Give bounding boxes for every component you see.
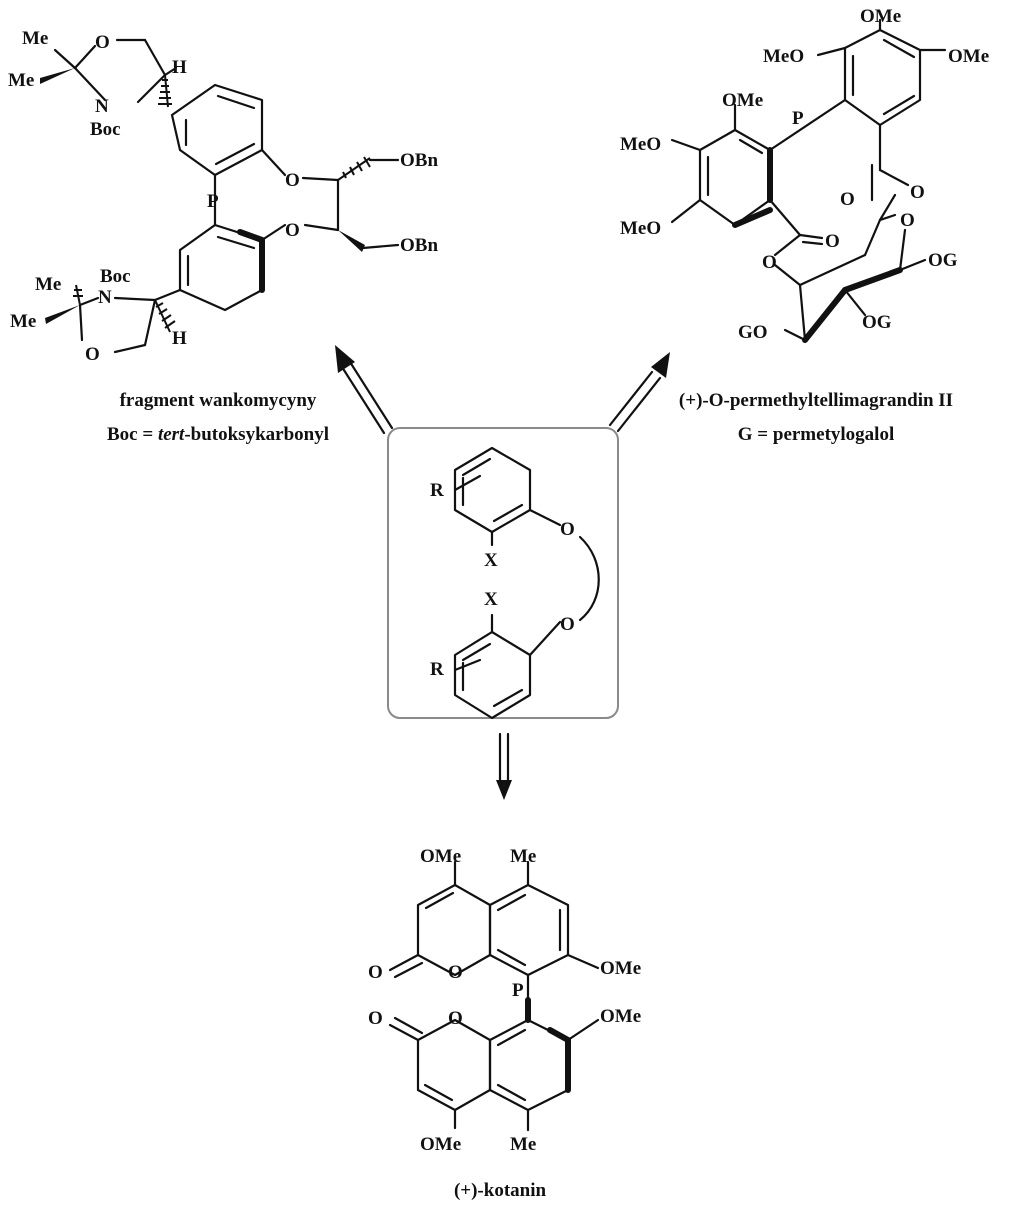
oxygen-label: O (285, 220, 300, 241)
oxygen-label: O (910, 182, 925, 203)
retrosynthesis-arrow-right (608, 352, 670, 433)
caption-galloyl-definition: G = permetylogalol (738, 424, 894, 445)
oxygen-label: O (448, 1008, 463, 1029)
caption-tellimagrandin: (+)-O-permethyltellimagrandin II (679, 390, 953, 411)
boc-label: Boc (90, 119, 121, 140)
oxygen-label: O (85, 344, 100, 365)
oxygen-label: O (95, 32, 110, 53)
oxygen-label: O (840, 189, 855, 210)
meo-label: MeO (620, 134, 661, 155)
ome-label: OMe (600, 1006, 641, 1027)
general-structure-box (387, 427, 619, 719)
r-substituent-label: R (430, 659, 444, 680)
retrosynthesis-arrow-left (335, 345, 394, 435)
go-label: GO (738, 322, 768, 343)
retrosynthesis-arrow-down (496, 732, 512, 800)
methyl-label: Me (510, 1134, 536, 1155)
caption-vancomycin-fragment: fragment wankomycyny (120, 390, 317, 411)
oxygen-label: O (448, 962, 463, 983)
obn-label: OBn (400, 150, 438, 171)
caption-boc-definition: Boc = tert-butoksykarbonyl (107, 424, 329, 445)
oxygen-label: O (762, 252, 777, 273)
axial-chirality-label: P (792, 108, 804, 129)
methyl-label: Me (10, 311, 36, 332)
nitrogen-label: N (95, 96, 109, 117)
oxygen-label: O (825, 231, 840, 252)
methyl-label: Me (510, 846, 536, 867)
r-substituent-label: R (430, 480, 444, 501)
tellimagrandin-structure: OMe MeO OMe OMe P MeO O O MeO O O O OG O… (620, 6, 989, 343)
oxygen-label: O (368, 962, 383, 983)
methyl-label: Me (8, 70, 34, 91)
ome-label: OMe (420, 1134, 461, 1155)
oxygen-label: O (900, 210, 915, 231)
x-substituent-label: X (484, 589, 498, 610)
og-label: OG (928, 250, 958, 271)
meo-label: MeO (620, 218, 661, 239)
obn-label: OBn (400, 235, 438, 256)
axial-chirality-label: P (512, 980, 524, 1001)
ome-label: OMe (600, 958, 641, 979)
kotanin-structure: OMe Me O O OMe P O O OMe OMe Me (368, 846, 641, 1155)
oxygen-label: O (368, 1008, 383, 1029)
ome-label: OMe (420, 846, 461, 867)
caption-kotanin: (+)-kotanin (454, 1180, 547, 1201)
oxygen-label: O (560, 614, 575, 635)
methyl-label: Me (35, 274, 61, 295)
general-biaryl-structure: R O X X O R (430, 446, 600, 720)
x-substituent-label: X (484, 550, 498, 571)
hydrogen-label: H (172, 328, 187, 349)
boc-label: Boc (100, 266, 131, 287)
ome-label: OMe (948, 46, 989, 67)
nitrogen-label: N (98, 287, 112, 308)
ome-label: OMe (722, 90, 763, 111)
hydrogen-label: H (172, 57, 187, 78)
oxygen-label: O (285, 170, 300, 191)
axial-chirality-label: P (207, 191, 219, 212)
methyl-label: Me (22, 28, 48, 49)
ome-label: OMe (860, 6, 901, 27)
oxygen-label: O (560, 519, 575, 540)
vancomycin-fragment-structure: Me Me O H N Boc P O O OBn OBn Boc Me N M… (8, 28, 438, 365)
og-label: OG (862, 312, 892, 333)
meo-label: MeO (763, 46, 804, 67)
